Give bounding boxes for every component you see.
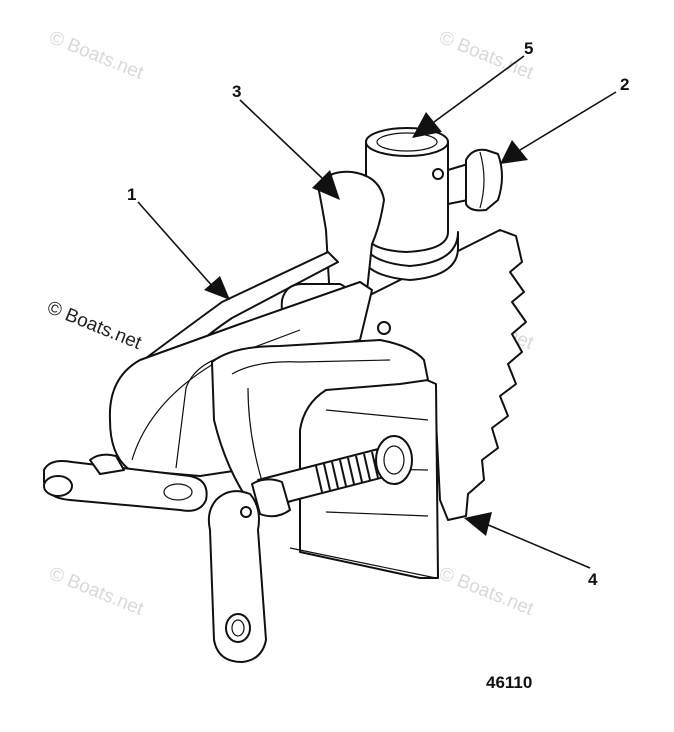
watermark-top-left: © Boats.net [46, 27, 147, 84]
watermark-bottom-right: © Boats.net [436, 563, 537, 620]
screw-collar [251, 478, 291, 518]
plate-groove-3 [325, 511, 429, 517]
callout-5: 5 [524, 39, 533, 58]
vertical-handle-pin [240, 506, 252, 518]
callout-1: 1 [127, 185, 136, 204]
callout-4: 4 [588, 570, 598, 589]
tube-hole [432, 168, 444, 180]
swivel-tube-inner [376, 132, 438, 152]
arrowhead-2 [500, 140, 528, 164]
callout-leaders [137, 55, 617, 569]
vertical-handle-eye-inner [231, 619, 245, 637]
leader-3 [239, 99, 323, 179]
arrowhead-3 [312, 170, 340, 200]
leader-1 [137, 201, 215, 289]
screw-pad [375, 435, 413, 485]
left-handle-slot [163, 483, 193, 501]
watermark-top-right: © Boats.net [436, 27, 537, 84]
left-handle-pivot [89, 453, 125, 475]
arrowhead-4 [464, 512, 492, 536]
plate-groove-4 [289, 547, 437, 579]
plate-hole [377, 321, 391, 335]
left-handle-end [43, 475, 73, 497]
callout-3: 3 [232, 82, 241, 101]
vertical-clamp-handle [207, 490, 267, 663]
arrowhead-5 [412, 112, 442, 138]
tilt-lever [317, 170, 385, 301]
watermark-bottom-left: © Boats.net [46, 563, 147, 620]
clamp-bracket-drawing [43, 127, 527, 663]
leader-4 [485, 523, 591, 569]
knob-ridge [479, 151, 485, 209]
leader-2 [519, 91, 617, 151]
screw-pad-inner [383, 445, 405, 475]
figure-number: 46110 [486, 673, 532, 692]
watermark-mid-left: © Boats.net [44, 297, 145, 354]
callout-labels: 1 2 3 4 5 [127, 39, 629, 589]
arrowhead-1 [204, 276, 230, 300]
vertical-handle-eye [225, 613, 251, 643]
swivel-collar [359, 231, 459, 281]
leader-5 [433, 55, 525, 123]
plate-groove-1 [325, 409, 429, 421]
callout-2: 2 [620, 75, 629, 94]
